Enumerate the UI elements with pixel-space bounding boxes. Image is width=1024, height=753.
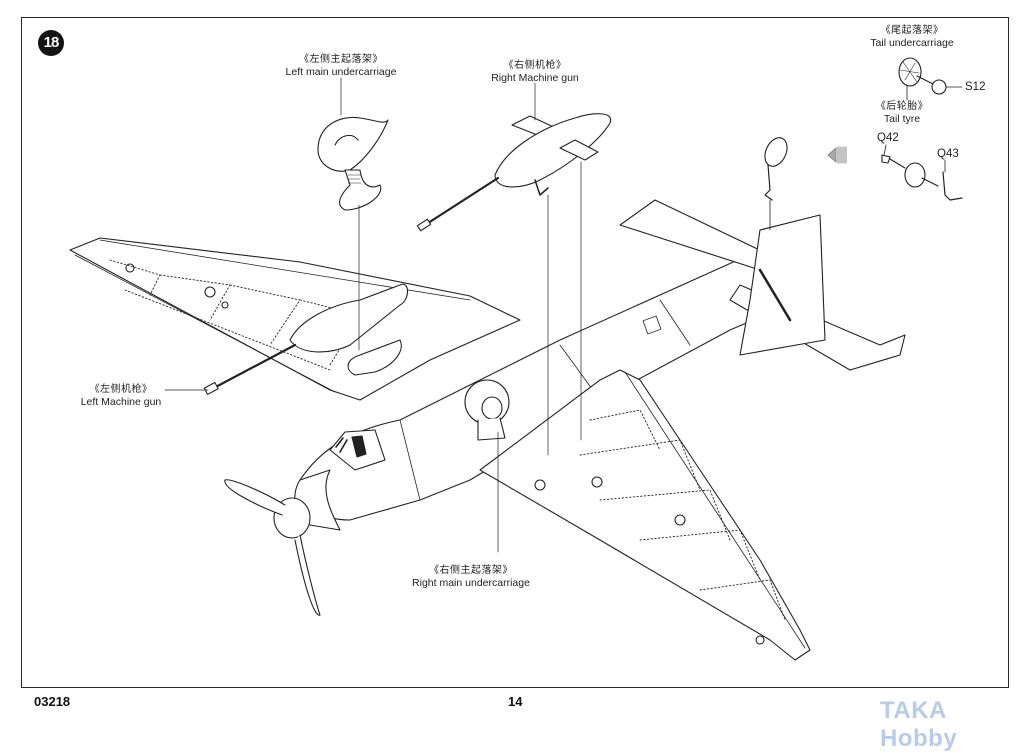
step-number-badge: 18 bbox=[38, 30, 64, 56]
callout-cn: 《左侧机枪》 bbox=[89, 384, 153, 395]
right-wing bbox=[479, 369, 811, 661]
fuselage bbox=[294, 239, 821, 531]
aircraft-assembly-drawing bbox=[69, 57, 963, 661]
part-code-q43: Q43 bbox=[937, 148, 959, 160]
page-number: 14 bbox=[508, 694, 523, 709]
callout-en: Right main undercarriage bbox=[412, 577, 530, 589]
callout-left-machine-gun: 《左侧机枪》 Left Machine gun bbox=[74, 383, 168, 409]
callout-left-main-undercarriage: 《左侧主起落架》 Left main undercarriage bbox=[278, 53, 404, 79]
callout-cn: 《右侧主起落架》 bbox=[429, 565, 513, 576]
part-code-q42: Q42 bbox=[877, 132, 899, 144]
tail-section bbox=[619, 199, 906, 371]
watermark: TAKA Hobby bbox=[880, 697, 958, 752]
left-wing bbox=[69, 237, 521, 401]
part-code-s12: S12 bbox=[965, 81, 986, 93]
callout-en: Left Machine gun bbox=[80, 396, 162, 408]
left-gun-pod bbox=[203, 283, 409, 395]
callout-right-main-undercarriage: 《右侧主起落架》 Right main undercarriage bbox=[405, 564, 537, 590]
right-main-gear-part bbox=[464, 379, 510, 441]
callout-cn: 《右侧机枪》 bbox=[503, 60, 567, 71]
callout-en: Right Machine gun bbox=[491, 72, 579, 84]
callout-en: Left main undercarriage bbox=[285, 66, 397, 78]
tail-undercarriage-parts bbox=[764, 57, 963, 231]
left-arrow-icon bbox=[827, 146, 847, 164]
kit-code: 03218 bbox=[34, 694, 71, 709]
callout-tail-tyre: 《后轮胎》 Tail tyre bbox=[872, 100, 932, 126]
callout-en: Tail undercarriage bbox=[870, 37, 954, 49]
callout-en: Tail tyre bbox=[883, 113, 921, 125]
leader-lines bbox=[164, 77, 582, 553]
left-main-undercarriage-part bbox=[317, 116, 389, 211]
callout-cn: 《尾起落架》 bbox=[880, 25, 944, 36]
callout-tail-undercarriage: 《尾起落架》 Tail undercarriage bbox=[862, 24, 962, 50]
propeller bbox=[224, 479, 321, 616]
callout-cn: 《左侧主起落架》 bbox=[299, 54, 383, 65]
right-machine-gun-part bbox=[416, 113, 612, 232]
callout-right-machine-gun: 《右侧机枪》 Right Machine gun bbox=[480, 59, 590, 85]
instruction-frame bbox=[21, 17, 1009, 688]
callout-cn: 《后轮胎》 bbox=[875, 101, 929, 112]
